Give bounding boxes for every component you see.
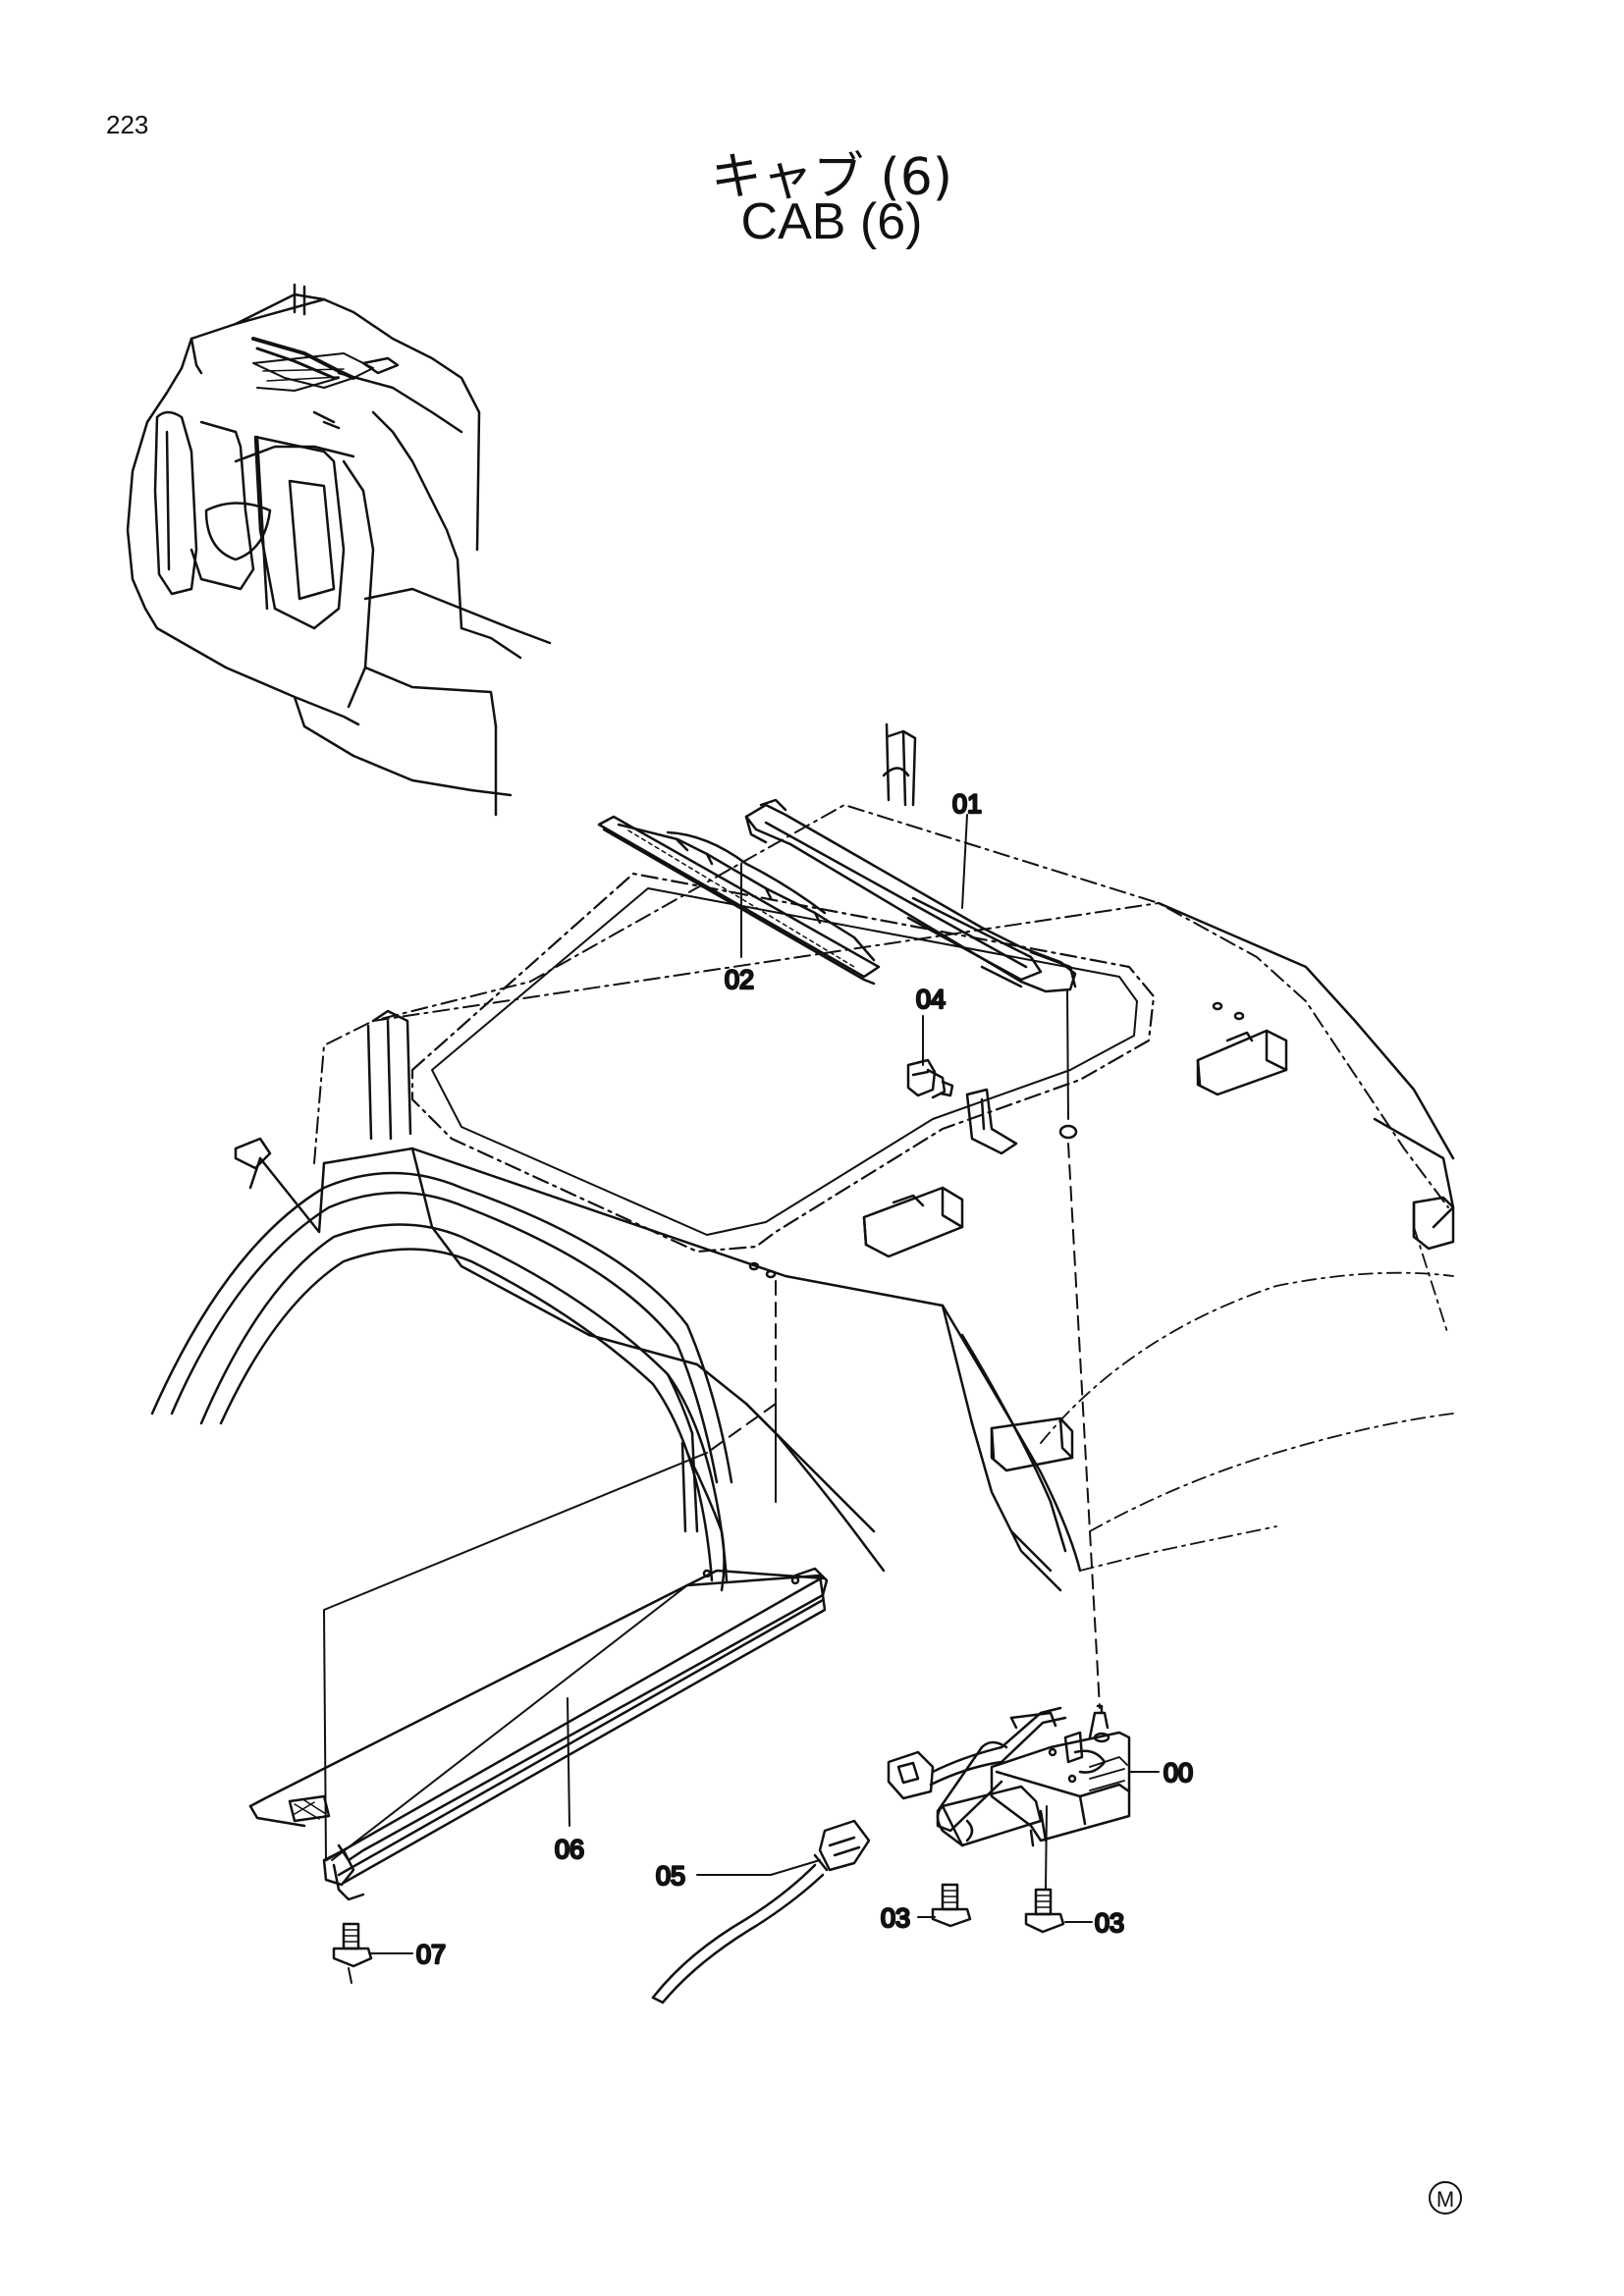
callout-02: 02 (725, 965, 754, 994)
harness-part-05 (651, 1819, 871, 2004)
title-english: CAB (6) (740, 193, 923, 250)
assembly-lines (323, 988, 1101, 1984)
corner-mark: M (1429, 2181, 1462, 2215)
callout-03-left: 03 (881, 1903, 910, 1933)
page-number: 223 (106, 110, 149, 139)
callout-01: 01 (952, 789, 982, 819)
wiper-arm-part-01 (744, 798, 1077, 993)
bolt-part-07 (332, 1922, 373, 1968)
leader-lines (370, 814, 1160, 1954)
screw-part-03-right (1024, 1888, 1065, 1934)
callout-03-right: 03 (1095, 1908, 1124, 1938)
wiper-motor-part-00 (887, 1704, 1131, 1847)
washer-nozzle-part-04 (906, 1058, 954, 1099)
screw-part-03-left (931, 1883, 972, 1928)
callout-07: 07 (416, 1940, 446, 1969)
callout-06: 06 (555, 1835, 584, 1864)
callout-05: 05 (656, 1861, 685, 1891)
wiper-blade-part-02 (597, 815, 881, 986)
title-japanese: キャブ (6) (710, 148, 953, 207)
callout-00: 00 (1164, 1758, 1193, 1788)
sun-visor-part-06 (248, 1567, 829, 1901)
cab-roof-structure (150, 722, 1455, 1592)
cab-overview-inset (126, 283, 552, 817)
callout-04: 04 (916, 985, 946, 1014)
